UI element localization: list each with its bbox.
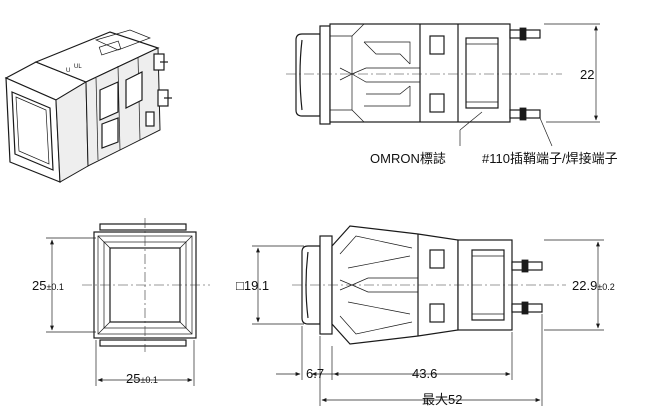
dim-19-1-label: □19.1 (236, 278, 269, 293)
dim-25-horizontal-label: 25±0.1 (126, 371, 158, 386)
dim-25-horizontal-tol: ±0.1 (140, 375, 157, 385)
front-view (46, 218, 210, 386)
dim-25-vertical-main: 25 (32, 278, 46, 293)
omron-mark-label: OMRON標誌 (370, 151, 446, 166)
dim-25-vertical-tol: ±0.1 (46, 282, 63, 292)
dim-25-vertical-label: 25±0.1 (32, 278, 64, 293)
dim-22-label: 22 (580, 67, 594, 82)
side-view (286, 23, 600, 147)
terminal-type-label: #110插鞘端子/焊接端子 (482, 151, 618, 166)
dim-max-52-label: 最大52 (422, 392, 462, 407)
dim-22-9-tol: ±0.2 (597, 282, 614, 292)
dim-22-9-main: 22.9 (572, 278, 597, 293)
svg-text:UL: UL (74, 64, 82, 70)
dim-43-6-label: 43.6 (412, 366, 437, 381)
dim-22-9-label: 22.9±0.2 (572, 278, 615, 293)
side-view-bottom (252, 225, 604, 406)
dim-25-horizontal-main: 25 (126, 371, 140, 386)
product-perspective-sketch: U UL (4, 29, 172, 183)
svg-text:U: U (66, 68, 70, 74)
dim-6-7-label: 6.7 (306, 366, 324, 381)
